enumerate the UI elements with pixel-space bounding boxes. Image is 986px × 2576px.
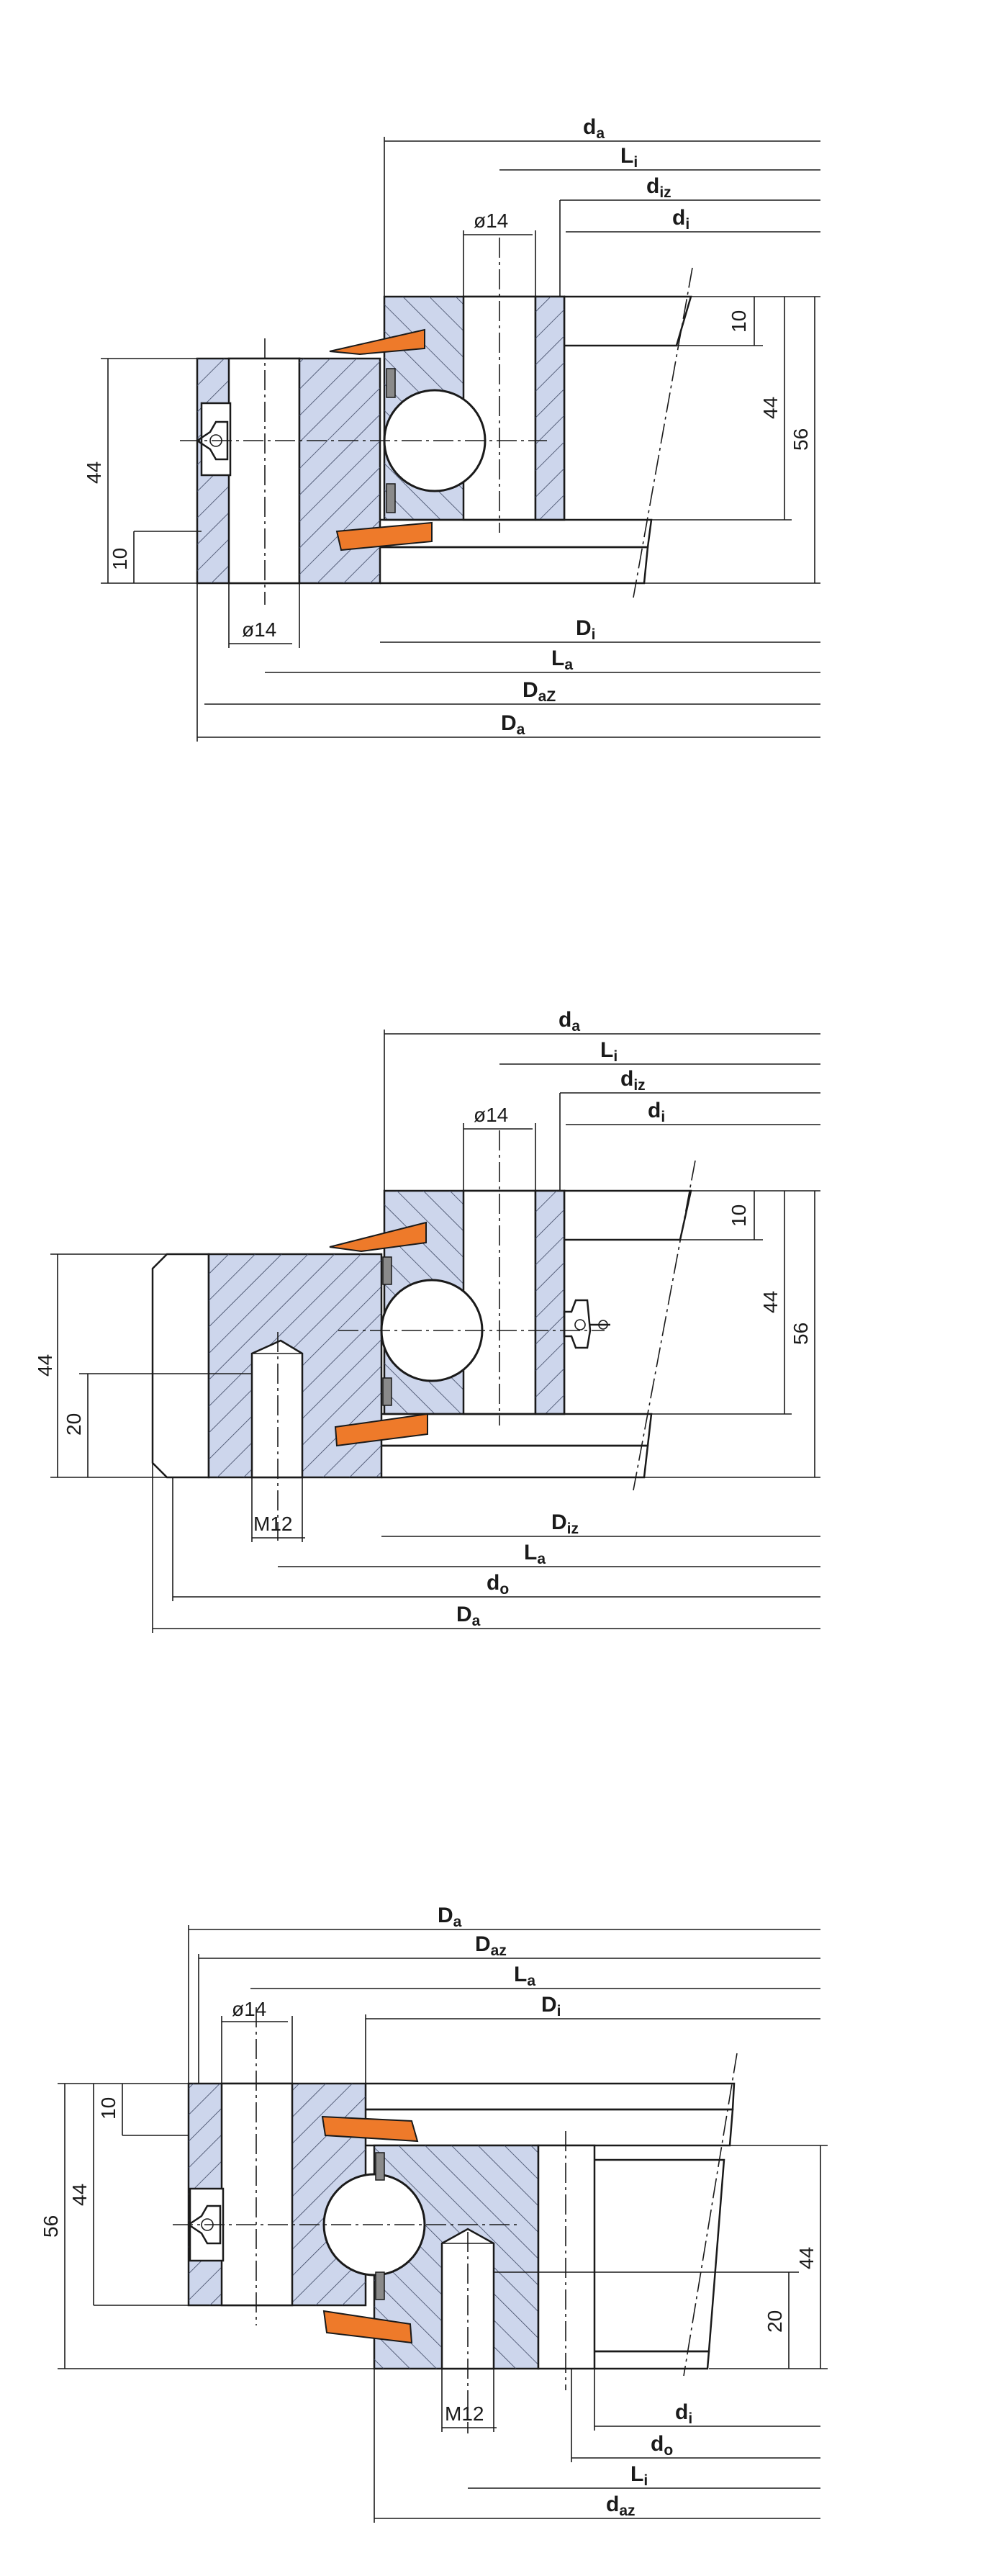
label-do: do: [487, 1571, 509, 1598]
label-di: di: [672, 206, 689, 233]
label-da: da: [558, 1008, 580, 1035]
drawing-bottom: Da Daz La Di di do Li daz ø14 M12 10 44 …: [40, 1904, 828, 2523]
hole-diameter-bottom: ø14: [242, 618, 276, 641]
label-Da: Da: [501, 711, 525, 738]
height-20-right: 20: [764, 2310, 786, 2333]
height-44-left: 44: [68, 2184, 91, 2206]
height-44-right: 44: [759, 1291, 782, 1313]
height-44-left: 44: [83, 461, 105, 484]
height-10-left: 10: [97, 2097, 119, 2120]
label-diz: diz: [620, 1067, 646, 1094]
label-Da: Da: [438, 1904, 462, 1930]
hole-diameter-top: ø14: [474, 1104, 508, 1126]
seal-top: [329, 328, 425, 356]
label-Da: Da: [456, 1603, 481, 1629]
height-44-right: 44: [759, 397, 782, 419]
drawing-middle: da Li diz di Diz La do Da ø14 M12 44 20 …: [34, 1008, 820, 1633]
height-44-right: 44: [795, 2247, 818, 2269]
seal-bottom: [335, 521, 433, 551]
hole-diameter-top: ø14: [232, 1998, 266, 2020]
grease-nipple: [195, 402, 232, 477]
label-di: di: [648, 1099, 665, 1125]
grease-nipple: [563, 1299, 610, 1349]
label-Daz: Daz: [475, 1932, 507, 1959]
label-Di: Di: [576, 616, 596, 643]
seal-top: [329, 1221, 427, 1253]
label-daz: daz: [606, 2492, 636, 2519]
thread-size: M12: [253, 1513, 292, 1535]
label-La: La: [514, 1963, 535, 1989]
seal-top: [321, 2115, 419, 2143]
label-Li: Li: [630, 2462, 648, 2489]
height-10-right: 10: [728, 1204, 750, 1227]
thread-size: M12: [445, 2402, 484, 2425]
inner-ring: [373, 2144, 725, 2370]
label-li: Li: [600, 1038, 618, 1065]
seal-bottom: [334, 1413, 428, 1447]
height-10-right: 10: [728, 310, 750, 333]
label-Diz: Diz: [551, 1510, 579, 1537]
height-10-left: 10: [109, 548, 131, 570]
label-Di: Di: [541, 1993, 561, 2019]
label-di: di: [675, 2400, 692, 2427]
height-56-right: 56: [790, 1323, 812, 1345]
height-20-left: 20: [63, 1413, 85, 1436]
height-56-left: 56: [40, 2215, 62, 2238]
cage-spacer: [386, 368, 396, 398]
label-do: do: [651, 2432, 673, 2459]
seal-bottom: [322, 2310, 413, 2344]
height-56-right: 56: [790, 428, 812, 451]
label-li: Li: [620, 144, 638, 171]
hole-diameter-top: ø14: [474, 210, 508, 232]
label-La: La: [551, 647, 573, 673]
label-La: La: [524, 1541, 546, 1567]
height-44-left: 44: [34, 1354, 56, 1377]
label-diz: diz: [646, 174, 671, 201]
label-DaZ: DaZ: [523, 678, 556, 705]
label-da: da: [583, 115, 605, 142]
drawing-top: da Li diz di Di La DaZ Da ø14 ø14 44 10 …: [83, 115, 820, 742]
